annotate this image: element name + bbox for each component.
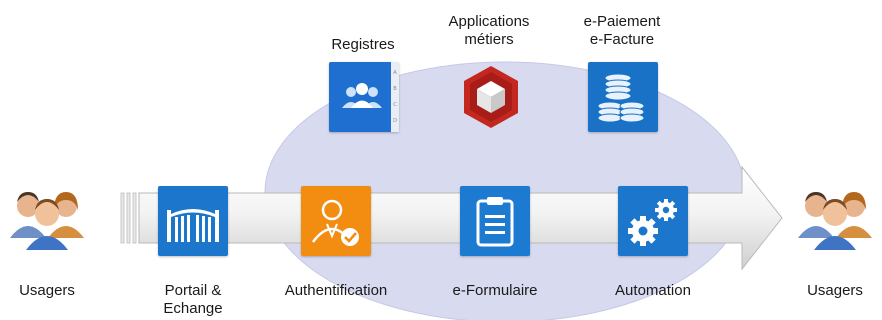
authentification-tile[interactable]: [301, 186, 371, 256]
users-group-icon: [798, 192, 872, 250]
usagers-left-label: Usagers: [19, 282, 75, 299]
red-cube-icon[interactable]: [460, 64, 522, 130]
applications-label: Applications métiers: [448, 13, 530, 48]
registres-tile[interactable]: A B C D: [329, 62, 399, 132]
authentification-label: Authentification: [284, 282, 388, 299]
gears-icon: [628, 199, 677, 246]
paiement-tile[interactable]: [588, 62, 658, 132]
formulaire-label: e-Formulaire: [452, 282, 538, 299]
user-check-icon: [311, 199, 359, 246]
svg-text:A: A: [393, 70, 397, 76]
svg-text:B: B: [393, 86, 397, 92]
users-group-icon: [10, 192, 84, 250]
portail-tile[interactable]: [158, 186, 228, 256]
coin-stack-icon: [597, 73, 645, 123]
automation-label: Automation: [615, 282, 691, 299]
portail-label: Portail & Echange: [163, 282, 223, 317]
gate-icon: [167, 209, 219, 242]
registres-label: Registres: [331, 36, 395, 53]
contact-book-icon: A B C D: [342, 62, 399, 132]
formulaire-tile[interactable]: [460, 186, 530, 256]
usagers-right-label: Usagers: [807, 282, 863, 299]
automation-tile[interactable]: [618, 186, 688, 256]
paiement-label: e-Paiement e-Facture: [583, 13, 661, 48]
clipboard-icon: [476, 197, 514, 247]
svg-text:D: D: [393, 118, 397, 124]
svg-text:C: C: [393, 102, 397, 108]
